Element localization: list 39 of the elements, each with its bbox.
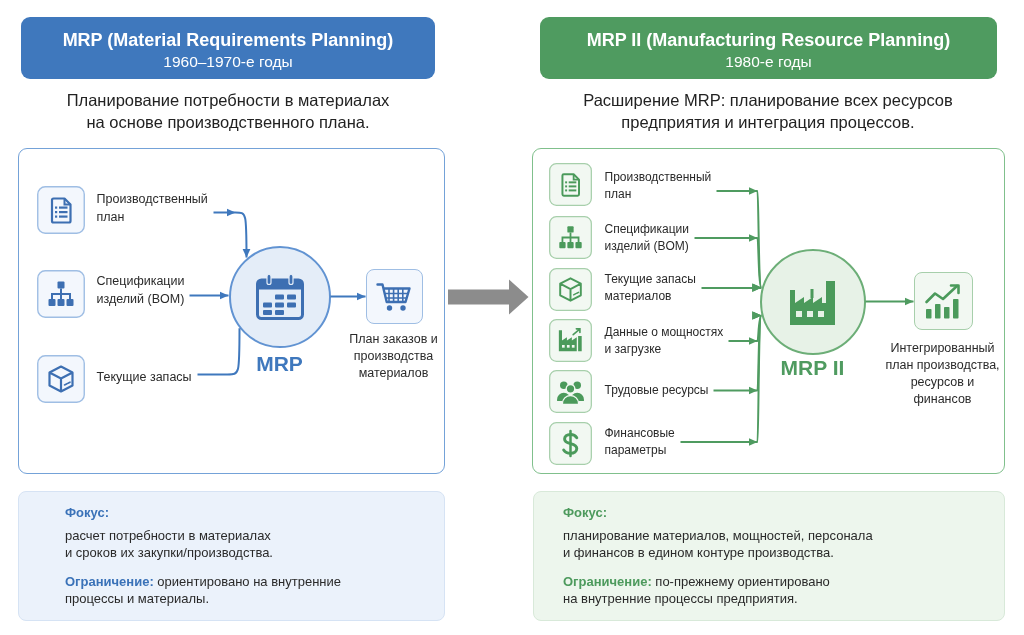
- section-title: MRP II (Manufacturing Resource Planning): [586, 29, 951, 52]
- description-text: Планирование потребности в материалах на основе производственного плана.: [66, 90, 390, 133]
- input-label: Производственный план: [96, 189, 210, 226]
- hub-label: MRP: [255, 350, 304, 377]
- content-panel: [18, 148, 445, 474]
- input-label: Трудовые ресурсы: [604, 382, 710, 399]
- output-label: План заказов и производства материалов: [348, 331, 439, 382]
- header-banner: [21, 17, 435, 79]
- input-label: Текущие запасы: [96, 367, 194, 386]
- block-arrow: [448, 279, 529, 315]
- arrow: [188, 291, 230, 300]
- arrow: [329, 292, 367, 301]
- connector-line: [196, 327, 241, 376]
- note-heading: Фокус:: [65, 504, 110, 521]
- note-text: Ограничение: по-прежнему ориентировано на внутренние процессы предприятия.: [563, 573, 831, 607]
- note-text: Ограничение: ориентировано на внутренние процессы и материалы.: [65, 573, 343, 607]
- input-label: Спецификации изделий (BOM): [96, 271, 186, 308]
- arrow: [700, 283, 763, 293]
- arrow: [864, 297, 915, 306]
- arrow: [679, 311, 763, 446]
- period-label: 1960–1970-е годы: [163, 52, 293, 72]
- note-card: [18, 491, 445, 621]
- note-text: расчет потребности в материалах и сроков их закупки/производства.: [65, 527, 274, 561]
- description-text: Расширение MRP: планирование всех ресурсов предприятия и интеграция процессов.: [582, 90, 954, 133]
- input-label: Текущие запасы материалов: [604, 271, 698, 305]
- input-label: Производственный план: [604, 169, 713, 203]
- output-label: Интегрированный план производства, ресурсов и финансов: [884, 340, 1001, 408]
- content-panel: [532, 148, 1005, 474]
- note-heading: Фокус:: [563, 504, 608, 521]
- header-banner: [540, 17, 997, 79]
- input-label: Финансовые параметры: [604, 425, 677, 459]
- period-label: 1980-е годы: [725, 52, 812, 72]
- arrow: [212, 208, 251, 259]
- note-card: [533, 491, 1005, 621]
- input-label: Спецификации изделий (BOM): [604, 221, 691, 255]
- section-title: MRP (Material Requirements Planning): [62, 29, 394, 52]
- hub-label: MRP II: [780, 354, 845, 381]
- note-text: планирование материалов, мощностей, персонала и финансов в едином контуре производства.: [563, 527, 874, 561]
- input-label: Данные о мощностях и загрузке: [604, 324, 725, 358]
